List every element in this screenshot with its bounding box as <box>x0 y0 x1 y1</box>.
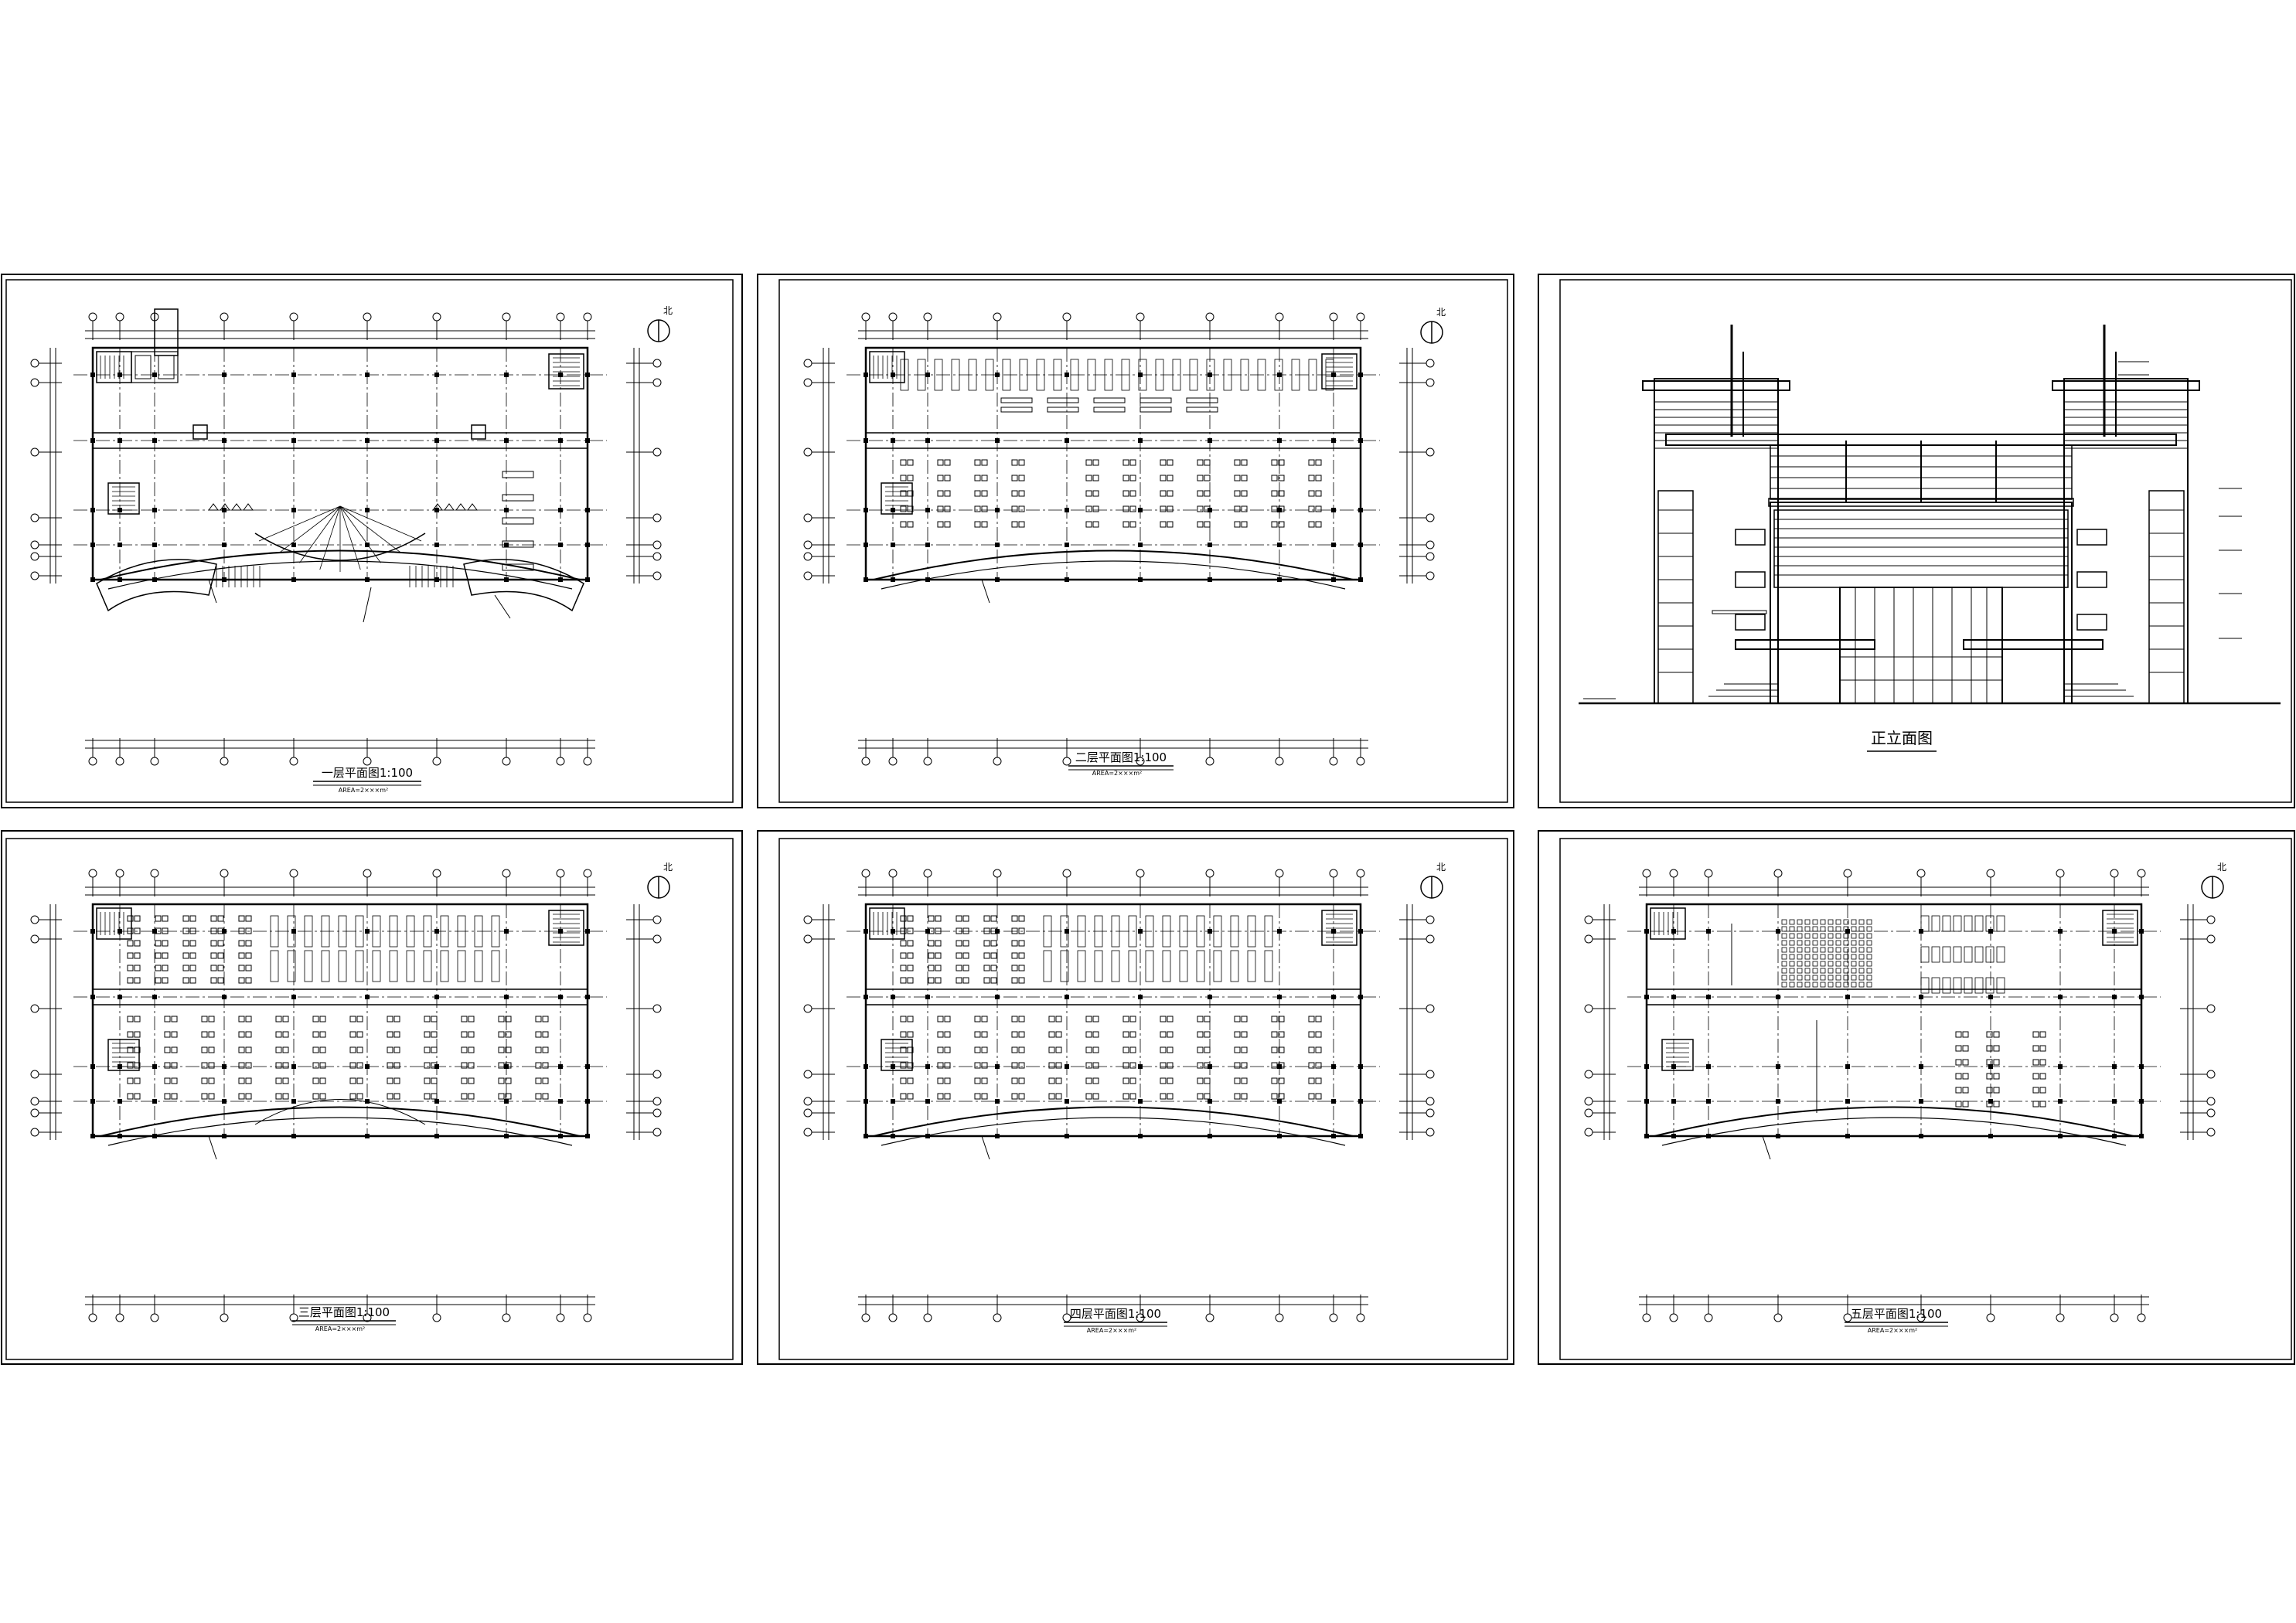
drawing-title: 四层平面图1:100 <box>1070 1307 1161 1321</box>
floor-plan-third <box>30 869 662 1322</box>
panel-ground-floor-plan: 北 一层平面图1:100 AREA=2×××m² <box>1 274 743 808</box>
north-arrow: 北 <box>1420 862 1446 899</box>
north-label: 北 <box>663 305 673 316</box>
panel-border-outer <box>757 274 1514 808</box>
floor-plan-ground <box>30 308 662 766</box>
north-arrow: 北 <box>647 862 673 899</box>
front-arc <box>873 550 1354 590</box>
floor-plan-fourth <box>803 869 1435 1322</box>
building-outline <box>847 903 1380 1138</box>
left-tower-louvers <box>1654 401 1778 449</box>
furniture <box>900 915 1322 1100</box>
furniture <box>1731 915 2046 1113</box>
grid-axes <box>1584 869 2216 1322</box>
grid-axes <box>30 869 662 1322</box>
right-tower-windows <box>2076 529 2107 631</box>
panel-fifth-floor-plan: 北 五层平面图1:100 AREA=2×××m² <box>1538 830 2295 1365</box>
north-arrow: 北 <box>2201 862 2226 899</box>
main-entrance <box>1839 587 2003 704</box>
furniture <box>900 359 1334 528</box>
north-label: 北 <box>663 862 673 873</box>
drawing-title: 一层平面图1:100 <box>322 766 413 780</box>
stair-cores <box>96 907 584 1071</box>
grid-axes <box>803 312 1435 766</box>
right-tower-louvers <box>2064 401 2188 449</box>
elevation-drawing <box>1579 325 2281 705</box>
panel-second-floor-plan: 北 二层平面图1:100 AREA=2×××m² <box>757 274 1514 808</box>
front-arc <box>100 1099 581 1146</box>
panel-border-outer <box>1 274 743 808</box>
building-outline <box>1627 903 2161 1138</box>
drawing-title: 正立面图 <box>1871 729 1933 747</box>
panel-fourth-floor-plan: 北 四层平面图1:100 AREA=2×××m² <box>757 830 1514 1365</box>
building-outline <box>847 346 1380 582</box>
panel-front-elevation: 正立面图 <box>1538 274 2295 808</box>
panel-border-inner <box>1559 279 2292 803</box>
furniture <box>127 915 549 1100</box>
stair-cores <box>869 907 1358 1071</box>
panel-border-outer <box>1 830 743 1365</box>
north-label: 北 <box>1436 307 1446 318</box>
level-marks <box>1583 361 2242 699</box>
panel-border-inner <box>5 279 734 803</box>
front-arc <box>96 505 584 612</box>
stair-cores <box>96 351 584 515</box>
north-label: 北 <box>2217 862 2226 873</box>
north-arrow: 北 <box>647 305 673 342</box>
front-arc <box>1654 1106 2134 1146</box>
drawing-area-note: AREA=2×××m² <box>1087 1327 1136 1334</box>
drawing-area-note: AREA=2×××m² <box>315 1325 365 1332</box>
entrance-steps <box>1708 683 2134 697</box>
left-tower-windows <box>1712 529 1767 631</box>
drawing-area-note: AREA=2×××m² <box>1868 1327 1917 1334</box>
furniture <box>131 308 534 571</box>
panel-border-inner <box>5 838 734 1360</box>
drawing-title: 三层平面图1:100 <box>298 1305 390 1319</box>
north-arrow: 北 <box>1420 307 1446 344</box>
panel-border-outer <box>1538 274 2295 808</box>
panel-border-outer <box>1538 830 2295 1365</box>
panel-border-inner <box>778 838 1508 1360</box>
panel-border-inner <box>778 279 1508 803</box>
side-panel-lines <box>1658 509 2184 673</box>
building-outline <box>73 903 607 1138</box>
drawing-area-note: AREA=2×××m² <box>1092 770 1142 777</box>
front-arc <box>873 1106 1354 1146</box>
building-outline <box>73 346 607 582</box>
drawing-area-note: AREA=2×××m² <box>339 787 388 794</box>
panel-border-inner <box>1559 838 2292 1360</box>
floor-plan-second <box>803 312 1435 766</box>
top-screen <box>1770 441 2073 502</box>
stair-cores <box>1650 907 2138 1071</box>
floor-plan-fifth <box>1584 869 2216 1322</box>
grid-axes <box>803 869 1435 1322</box>
north-label: 北 <box>1436 862 1446 873</box>
panel-border-outer <box>757 830 1514 1365</box>
central-curtain-wall <box>1773 509 2069 588</box>
panel-third-floor-plan: 北 三层平面图1:100 AREA=2×××m² <box>1 830 743 1365</box>
drawing-title: 二层平面图1:100 <box>1075 750 1167 764</box>
drawing-title: 五层平面图1:100 <box>1851 1307 1942 1321</box>
